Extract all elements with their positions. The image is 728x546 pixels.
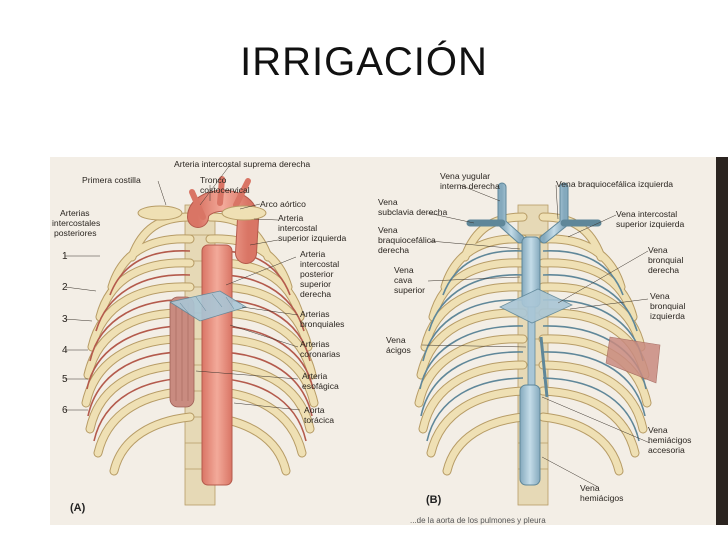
- label-superior-izquierda: superior izquierda: [616, 219, 685, 229]
- label-interna-derecha: interna derecha: [440, 181, 500, 191]
- label-vena-braquiocefalica-der-3: derecha: [378, 245, 409, 255]
- label-arterias-bronquiales-2: bronquiales: [300, 319, 344, 329]
- anatomy-figure: Arteria intercostal suprema derecha Prim…: [50, 157, 728, 525]
- label-vena-subclavia: Vena: [378, 197, 398, 207]
- panel-b-labels: Vena yugular interna derecha Vena braqui…: [378, 171, 691, 506]
- label-art-int-post-5: derecha: [300, 289, 331, 299]
- label-vena-cava-2: cava: [394, 275, 412, 285]
- label-vena-bronquial-der-2: bronquial: [648, 255, 683, 265]
- label-vena-bronquial-izq-3: izquierda: [650, 311, 685, 321]
- panel-a-bronchi: [168, 290, 247, 322]
- panel-b-bronchi: [499, 288, 573, 324]
- panel-a-tag: (A): [70, 502, 86, 514]
- label-costocervical: costocervical: [200, 185, 250, 195]
- label-arteria-esofagica-2: esofágica: [302, 381, 339, 391]
- label-art-int-post-3: posterior: [300, 269, 334, 279]
- label-tronco: Tronco: [200, 175, 227, 185]
- panel-b-leaders: [421, 184, 651, 488]
- label-vena-cava-3: superior: [394, 285, 425, 295]
- rib-number-2: 2: [62, 282, 68, 293]
- label-vena-hemiacigos-1: Vena: [580, 483, 600, 493]
- label-vena-bronquial-der-1: Vena: [648, 245, 668, 255]
- label-arterias-coronarias-2: coronarias: [300, 349, 340, 359]
- label-art-int-sup-izq-3: superior izquierda: [278, 233, 347, 243]
- label-posteriores: posteriores: [54, 228, 97, 238]
- rib-number-6: 6: [62, 405, 68, 416]
- rib-number-5: 5: [62, 374, 68, 385]
- label-vena-hemiacigos-acc-3: accesoria: [648, 445, 685, 455]
- label-vena-hemiacigos-acc-2: hemiácigos: [648, 435, 691, 445]
- slide-title: IRRIGACIÓN: [240, 40, 488, 84]
- rib-number-3: 3: [62, 314, 68, 325]
- label-arteria-esofagica-1: Arteria: [302, 371, 328, 381]
- label-art-int-post-1: Arteria: [300, 249, 326, 259]
- label-art-int-sup-izq-2: intercostal: [278, 223, 317, 233]
- panel-a-leaders: [64, 164, 301, 411]
- panel-b-muscle-patch: [605, 336, 661, 384]
- panel-b-ribs: [414, 212, 652, 476]
- label-vena-bronquial-izq-1: Vena: [650, 291, 670, 301]
- label-vena-hemiacigos-acc-1: Vena: [648, 425, 668, 435]
- label-arterias-intercostales: Arterias: [60, 208, 90, 218]
- panel-a-esophagus: [169, 296, 195, 408]
- label-vena-acigos-2: ácigos: [386, 345, 411, 355]
- panel-a-labels: Arteria intercostal suprema derecha Prim…: [52, 159, 347, 514]
- label-toracica: torácica: [304, 415, 334, 425]
- panel-b-rib-cage: [414, 182, 661, 506]
- label-vena-braquiocefalica-der-1: Vena: [378, 225, 398, 235]
- label-art-int-post-4: superior: [300, 279, 331, 289]
- label-vena-hemiacigos-2: hemiácigos: [580, 493, 623, 503]
- label-vena-braquiocefalica-izquierda: Vena braquiocefálica izquierda: [556, 179, 673, 189]
- label-vena-acigos-1: Vena: [386, 335, 406, 345]
- label-vena-bronquial-izq-2: bronquial: [650, 301, 685, 311]
- label-vena-bronquial-der-3: derecha: [648, 265, 679, 275]
- page-edge-shadow: [716, 157, 728, 525]
- label-primera-costilla: Primera costilla: [82, 175, 141, 185]
- label-vena-intercostal: Vena intercostal: [616, 209, 677, 219]
- label-subclavia-derecha: subclavia derecha: [378, 207, 447, 217]
- label-intercostales: intercostales: [52, 218, 100, 228]
- figure-caption-fragment: ...de la aorta de los pulmones y pleura: [410, 516, 546, 525]
- panel-a-rib-cage: [81, 176, 319, 506]
- label-arco-aortico: Arco aórtico: [260, 199, 306, 209]
- panel-b-veins: [466, 182, 602, 486]
- label-aorta: Aorta: [304, 405, 325, 415]
- label-arterias-coronarias-1: Arterias: [300, 339, 330, 349]
- label-art-int-sup-izq-1: Arteria: [278, 213, 304, 223]
- rib-number-1: 1: [62, 251, 68, 262]
- panel-b-tag: (B): [426, 494, 442, 506]
- rib-number-4: 4: [62, 345, 68, 356]
- label-arterias-bronquiales-1: Arterias: [300, 309, 330, 319]
- label-art-int-post-2: intercostal: [300, 259, 339, 269]
- label-vena-braquiocefalica-der-2: braquiocefálica: [378, 235, 436, 245]
- label-arteria-intercostal-suprema: Arteria intercostal suprema derecha: [174, 159, 310, 169]
- label-vena-cava-1: Vena: [394, 265, 414, 275]
- label-vena-yugular: Vena yugular: [440, 171, 490, 181]
- panel-a-clavicle-region: [137, 205, 267, 221]
